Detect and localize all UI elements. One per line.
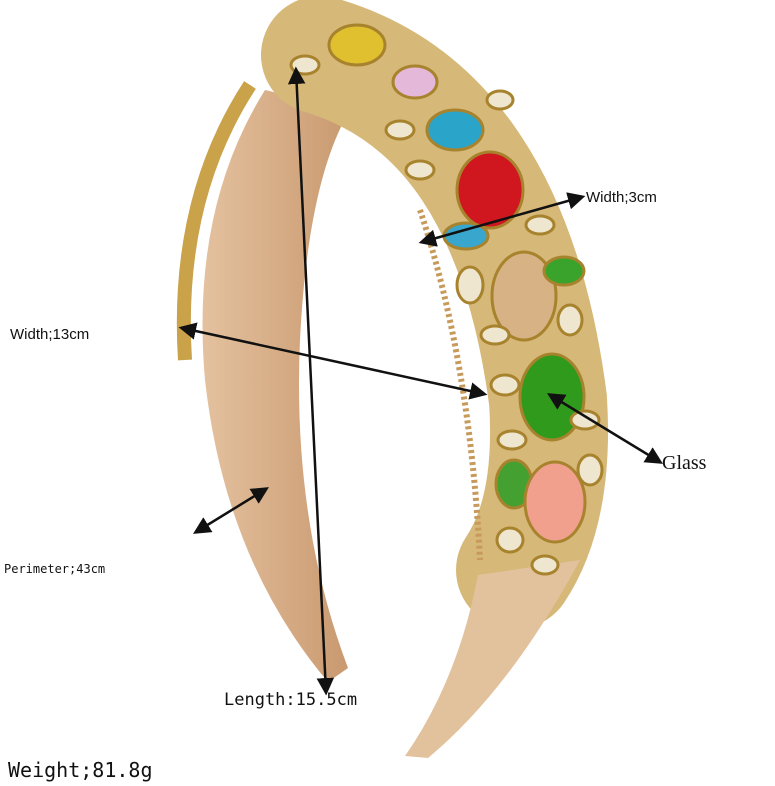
headband — [176, 0, 609, 758]
perimeter-arrow — [193, 487, 269, 534]
perimeter-label: Perimeter;43cm — [4, 562, 106, 576]
measurement-arrows — [178, 66, 663, 696]
satin-lining — [202, 90, 350, 682]
inner-width-label: Width;13cm — [10, 326, 90, 343]
length-label: Length:15.5cm — [224, 690, 358, 710]
band-width-arrow — [418, 192, 586, 247]
length-arrow — [287, 66, 335, 696]
band-tail — [405, 560, 580, 758]
material-label: Glass — [662, 452, 707, 474]
glass-arrow — [547, 393, 663, 464]
weight-label: Weight;81.8g — [8, 758, 153, 782]
band-width-label: Width;3cm — [586, 189, 657, 206]
